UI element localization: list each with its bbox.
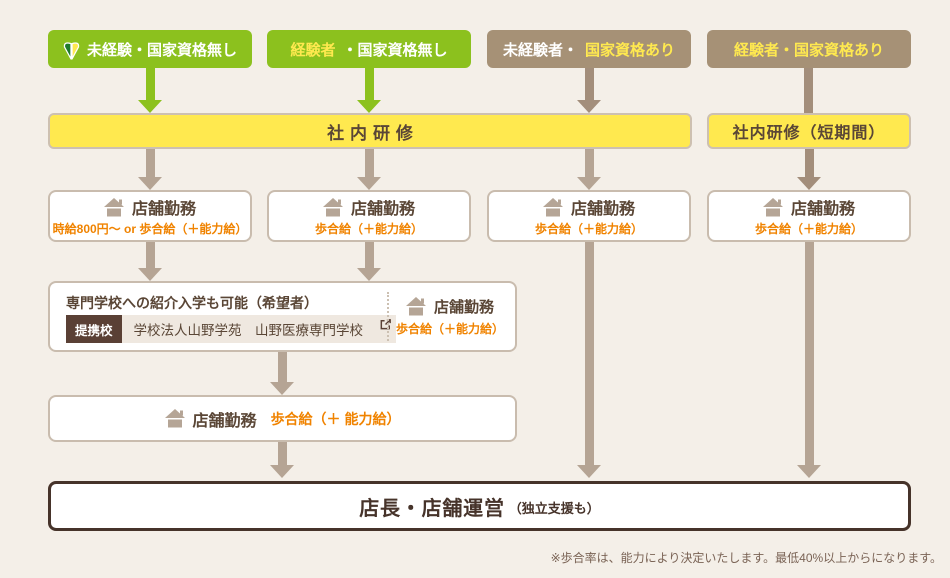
flow-arrow (797, 149, 821, 190)
entry-label: 未経験者・ (502, 41, 578, 59)
store-title: 店舗勤務 (790, 201, 855, 218)
house-icon (322, 197, 343, 217)
flow-arrow (797, 242, 821, 478)
flow-arrow (357, 68, 381, 113)
flow-arrow (270, 442, 294, 478)
wakaba-beginner-icon (63, 38, 80, 60)
entry-label-highlight: 経験者・国家資格あり (733, 41, 884, 59)
store-box-wide: 店舗勤務 歩合給（＋ 能力給） (48, 395, 517, 442)
house-icon (542, 197, 563, 217)
goal-subtitle: （独立支援も） (508, 501, 600, 516)
entry-box-experienced-no-license: 経験者・国家資格無し (267, 30, 471, 68)
store-box: 店舗勤務 時給800円〜 or 歩合給（＋能力給） (48, 190, 252, 242)
store-pay: 歩合給（＋ 能力給） (270, 410, 401, 427)
flow-arrow (270, 352, 294, 395)
flow-arrow (357, 149, 381, 190)
flow-arrow (577, 68, 601, 113)
store-box-alt: 店舗勤務 歩合給（＋能力給） (389, 283, 511, 350)
store-title: 店舗勤務 (433, 299, 494, 316)
flow-arrow (138, 242, 162, 281)
training-short-box: 社内研修（短期間） (707, 113, 911, 149)
store-title: 店舗勤務 (131, 201, 196, 218)
school-referral-title: 専門学校への紹介入学も可能（希望者） (66, 295, 318, 311)
store-pay: 歩合給（＋能力給） (314, 222, 423, 236)
school-referral-box: 専門学校への紹介入学も可能（希望者） 提携校 学校法人山野学苑 山野医療専門学校… (48, 281, 517, 352)
entry-box-experienced-licensed: 経験者・国家資格あり (707, 30, 911, 68)
partner-school-row: 提携校 学校法人山野学苑 山野医療専門学校 (66, 315, 396, 343)
flow-arrow (357, 242, 381, 281)
house-icon (103, 197, 124, 217)
partner-school-link[interactable]: 学校法人山野学苑 山野医療専門学校 (121, 315, 396, 343)
store-title: 店舗勤務 (350, 201, 415, 218)
house-icon (164, 409, 185, 428)
goal-box: 店長・店舗運営 （独立支援も） (48, 481, 911, 531)
partner-label-badge: 提携校 (66, 315, 122, 343)
partner-school-name: 学校法人山野学苑 山野医療専門学校 (133, 323, 364, 338)
store-title: 店舗勤務 (570, 201, 635, 218)
entry-label-highlight: 国家資格あり (585, 41, 676, 59)
flow-arrow (577, 242, 601, 478)
entry-box-no-experience-no-license: 未経験・国家資格無し (48, 30, 252, 68)
dotted-divider (387, 292, 389, 341)
house-icon (405, 297, 426, 316)
training-box: 社内研修 (48, 113, 692, 149)
footnote: ※歩合率は、能力により決定いたします。最低40%以上からになります。 (550, 551, 942, 565)
house-icon (762, 197, 783, 217)
store-pay: 歩合給（＋能力給） (395, 322, 504, 336)
store-box: 店舗勤務 歩合給（＋能力給） (267, 190, 471, 242)
store-box: 店舗勤務 歩合給（＋能力給） (487, 190, 691, 242)
entry-label: 未経験・国家資格無し (86, 41, 237, 59)
flow-arrow (138, 149, 162, 190)
store-box: 店舗勤務 歩合給（＋能力給） (707, 190, 911, 242)
flow-arrow (577, 149, 601, 190)
store-pay: 歩合給（＋能力給） (754, 222, 863, 236)
training-short-label: 社内研修（短期間） (732, 125, 886, 142)
flow-connector-line (804, 68, 813, 114)
flow-arrow (138, 68, 162, 113)
entry-box-no-experience-licensed: 未経験者・国家資格あり (487, 30, 691, 68)
goal-title: 店長・店舗運営 (359, 497, 505, 520)
entry-label-highlight: 経験者 (290, 41, 336, 59)
store-pay: 時給800円〜 or 歩合給（＋能力給） (52, 222, 248, 236)
entry-label: ・国家資格無し (342, 41, 448, 59)
store-pay: 歩合給（＋能力給） (534, 222, 643, 236)
training-label: 社内研修 (327, 123, 419, 143)
store-title: 店舗勤務 (192, 412, 257, 430)
